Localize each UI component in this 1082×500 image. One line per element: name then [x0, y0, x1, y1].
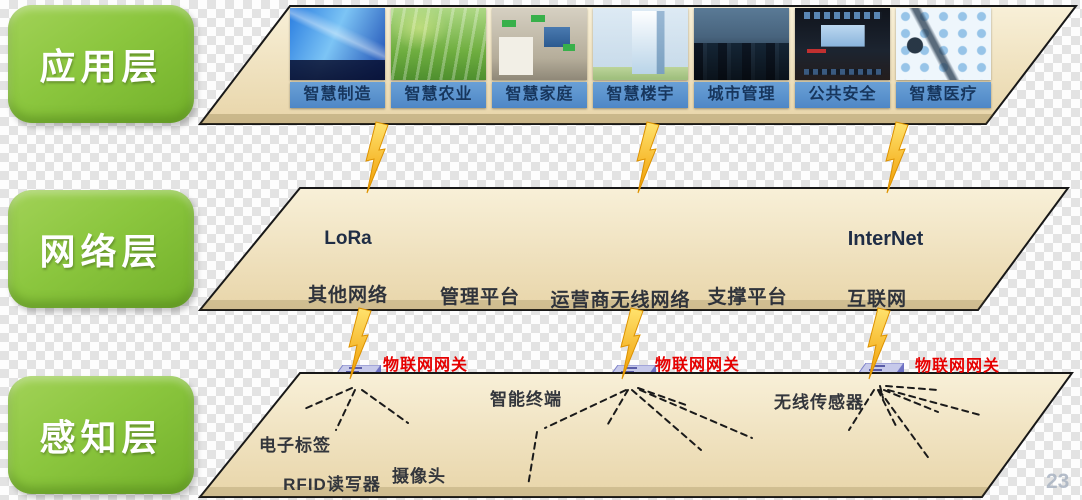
management-platform-label: 管理平台 — [439, 287, 520, 308]
app-card-safety: 公共安全 — [795, 8, 890, 108]
app-card-manufacturing: 智慧制造 — [290, 8, 385, 108]
sensor-link-lines — [301, 385, 981, 487]
network-layer-title: 网络层 — [39, 231, 163, 272]
carrier-wireless-network-label: 运营商无线网络 — [550, 290, 691, 311]
perception-layer-title: 感知层 — [39, 417, 163, 458]
smart-building-photo — [593, 8, 688, 80]
app-card-building: 智慧楼宇 — [593, 8, 688, 108]
internet-cloud-title: InterNet — [847, 228, 924, 250]
iot-gateway-label: 物联网网关 — [383, 357, 469, 374]
app-card-home: 智慧家庭 — [492, 8, 587, 108]
network-layer-badge: 网络层 — [8, 190, 194, 308]
app-card-label: 智慧医疗 — [896, 82, 991, 108]
support-platform-label: 支撑平台 — [707, 287, 788, 308]
lora-cloud-title: LoRa — [324, 228, 372, 249]
perception-layer-badge: 感知层 — [8, 376, 194, 494]
other-network-label: 其他网络 — [307, 285, 388, 306]
app-card-label: 智慧农业 — [391, 82, 486, 108]
camera-label: 摄像头 — [392, 467, 446, 486]
rfid-reader-label: RFID读写器 — [283, 475, 381, 494]
public-safety-photo — [795, 8, 890, 80]
smart-manufacturing-photo — [290, 8, 385, 80]
app-card-label: 智慧家庭 — [492, 82, 587, 108]
app-card-city: 城市管理 — [694, 8, 789, 108]
smart-terminal-label: 智能终端 — [490, 390, 562, 409]
page-number-watermark: 23 — [1046, 470, 1070, 493]
wireless-sensor-label: 无线传感器 — [774, 393, 864, 412]
internet-label: 互联网 — [846, 289, 907, 310]
app-card-medical: 智慧医疗 — [896, 8, 991, 108]
iot-gateway-label: 物联网网关 — [915, 358, 1001, 375]
app-card-label: 智慧楼宇 — [593, 82, 688, 108]
application-layer-title: 应用层 — [39, 46, 163, 87]
smart-agriculture-photo — [391, 8, 486, 80]
smart-home-photo — [492, 8, 587, 80]
app-card-label: 城市管理 — [694, 82, 789, 108]
app-card-agriculture: 智慧农业 — [391, 8, 486, 108]
smart-medical-photo — [896, 8, 991, 80]
city-management-photo — [694, 8, 789, 80]
network-layer-plane — [197, 187, 1070, 311]
iot-gateway-label: 物联网网关 — [655, 357, 741, 374]
electronic-tag-label: 电子标签 — [259, 436, 331, 455]
perception-layer-plane — [197, 372, 1074, 498]
app-card-label: 公共安全 — [795, 82, 890, 108]
application-layer-badge: 应用层 — [8, 5, 194, 123]
app-card-label: 智慧制造 — [290, 82, 385, 108]
